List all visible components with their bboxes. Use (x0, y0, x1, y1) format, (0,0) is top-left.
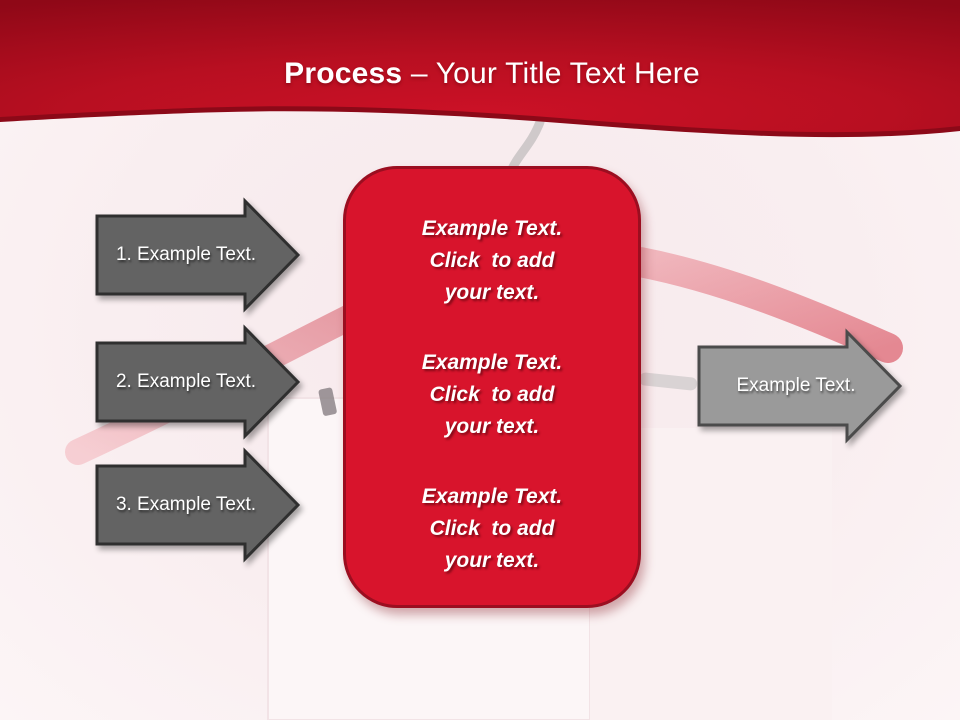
process-arrow-3-label: 3. Example Text. (115, 494, 257, 515)
arrow-shape (697, 328, 903, 444)
placeholder-paragraph-3[interactable]: Example Text. Click to add your text. (422, 481, 562, 577)
header-band (0, 0, 960, 138)
hanger-bar (639, 372, 698, 391)
process-arrow-output-label: Example Text. (736, 375, 856, 396)
paragraph-line: your text. (444, 281, 540, 304)
paragraph-line: Example Text. (421, 485, 563, 508)
paragraph-line: Example Text. (421, 217, 563, 240)
process-arrow-2[interactable]: 2. Example Text. (95, 324, 301, 440)
slide-title[interactable]: Process – Your Title Text Here (0, 56, 960, 92)
process-arrow-3[interactable]: 3. Example Text. (95, 447, 301, 563)
hanger-right-arm (625, 247, 903, 363)
process-arrow-output[interactable]: Example Text. (697, 328, 903, 444)
arrow-shape (95, 197, 301, 313)
header-wave (0, 0, 960, 133)
center-text-box-content: Example Text. Click to add your text. Ex… (346, 169, 638, 605)
arrow-shape (95, 447, 301, 563)
process-arrow-1-label: 1. Example Text. (115, 244, 257, 265)
slide-title-bold: Process (284, 57, 403, 90)
placeholder-paragraph-2[interactable]: Example Text. Click to add your text. (422, 347, 562, 443)
paragraph-line: Click to add (429, 383, 555, 406)
placeholder-paragraph-1[interactable]: Example Text. Click to add your text. (422, 213, 562, 309)
center-text-box[interactable]: Example Text. Click to add your text. Ex… (343, 166, 641, 608)
paragraph-line: your text. (444, 415, 540, 438)
paragraph-line: Example Text. (421, 351, 563, 374)
paragraph-line: your text. (444, 549, 540, 572)
paragraph-line: Click to add (429, 517, 555, 540)
paragraph-line: Click to add (429, 249, 555, 272)
slide-title-rest: – Your Title Text Here (402, 57, 700, 90)
arrow-shape (95, 324, 301, 440)
process-arrow-2-label: 2. Example Text. (115, 371, 257, 392)
process-arrow-1[interactable]: 1. Example Text. (95, 197, 301, 313)
hanger-clip (318, 387, 337, 416)
